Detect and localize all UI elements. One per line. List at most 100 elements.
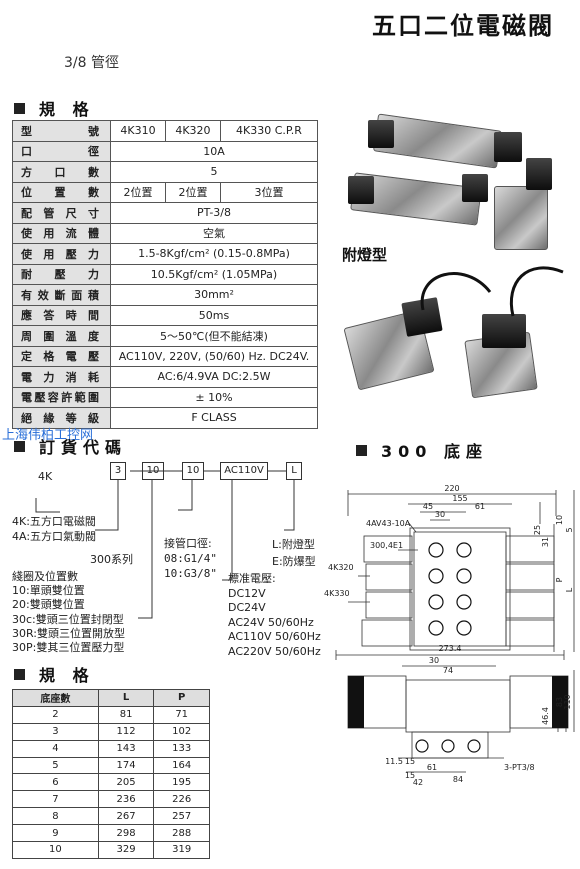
coil-list: 綫圈及位置數 10:單頭雙位置 20:雙頭雙位置 30c:雙頭三位置封閉型 30…	[12, 570, 125, 655]
size-cell: 7	[12, 790, 99, 809]
spec-value: ± 10%	[110, 386, 318, 408]
size-cell: 319	[153, 841, 210, 859]
size-cell: 2	[12, 705, 99, 724]
spec-label: 耐 壓 力	[12, 263, 111, 285]
spec-value: 2位置	[110, 181, 166, 203]
coil-line: 30R:雙頭三位置開放型	[12, 626, 126, 640]
dimension-label: 61	[475, 502, 485, 511]
series-label: 300系列	[90, 553, 133, 566]
spec-value: 2位置	[164, 181, 221, 203]
order-box-voltage: AC110V	[220, 462, 268, 480]
dimension-label: 220	[444, 484, 459, 493]
dimension-label: 273.4	[439, 644, 462, 653]
spec-value: 30mm²	[110, 284, 318, 306]
spec-label: 應答時間	[12, 304, 111, 326]
spec-value: 空氣	[110, 222, 318, 244]
size-cell: 4	[12, 739, 99, 758]
spec-value: 1.5-8Kgf/cm² (0.15-0.8MPa)	[110, 243, 318, 265]
spec-label: 定格電壓	[12, 345, 111, 367]
dimension-label: 300,4E1	[370, 541, 403, 550]
port-heading: 接管口徑:	[164, 537, 212, 550]
voltage-line: AC24V 50/60Hz	[228, 615, 314, 629]
spec-heading: 規 格	[14, 96, 95, 120]
spec-label: 電壓容許範圍	[12, 386, 111, 408]
model-line: 4A:五方口氣動閥	[12, 530, 97, 543]
voltage-line: DC12V	[228, 586, 266, 600]
size-cell: 205	[97, 773, 155, 792]
size-cell: 112	[97, 722, 155, 741]
coil-photo	[348, 176, 374, 204]
dimension-label: 15	[405, 771, 415, 780]
order-prefix: 4K	[38, 470, 53, 483]
size-cell: 10	[12, 841, 99, 859]
voltage-list: 標准電壓: DC12V DC24V AC24V 50/60Hz AC110V 5…	[228, 572, 321, 659]
size-cell: 226	[153, 790, 210, 809]
square-bullet-icon	[14, 669, 25, 680]
size-cell: 143	[97, 739, 155, 758]
dimension-label: 155	[452, 494, 467, 503]
size-cell: 288	[153, 824, 210, 843]
size-cell: 133	[153, 739, 210, 758]
lamp-line: E:防爆型	[272, 555, 316, 568]
size-cell: 81	[97, 705, 155, 724]
dimension-label: 30	[435, 510, 445, 519]
dimension-label: 15	[405, 757, 415, 766]
size-heading: 規 格	[14, 662, 95, 686]
voltage-heading: 標准電壓:	[228, 572, 276, 585]
spec-value: 4K320	[164, 120, 221, 142]
coil-photo	[494, 132, 522, 162]
order-box-lamp: L	[286, 462, 302, 480]
spec-value: 5～50℃(但不能結凍)	[110, 325, 318, 347]
dimension-label: 10	[555, 515, 564, 525]
order-box-port: 10	[182, 462, 204, 480]
watermark: 上海伟柏工控网	[2, 428, 94, 443]
lamp-line: L:附燈型	[272, 538, 315, 551]
spec-label: 方 口 數	[12, 161, 111, 183]
size-cell: 8	[12, 807, 99, 826]
order-code-heading: 訂貨代碼	[14, 434, 127, 458]
size-cell: 329	[97, 841, 155, 859]
valve-photo	[494, 186, 548, 250]
voltage-line: AC220V 50/60Hz	[228, 644, 321, 658]
model-line: 4K:五方口電磁閥	[12, 515, 96, 528]
dimension-label: 4K320	[328, 563, 354, 572]
dimension-label: 4AV43-10A	[366, 519, 411, 528]
spec-value: AC:6/4.9VA DC:2.5W	[110, 366, 318, 388]
coil-photo	[482, 314, 526, 348]
spec-label: 電力消耗	[12, 366, 111, 388]
size-cell: 9	[12, 824, 99, 843]
dimension-label: 3-PT3/8	[504, 763, 535, 772]
spec-value: 50ms	[110, 304, 318, 326]
voltage-line: AC110V 50/60Hz	[228, 630, 321, 643]
page-title: 五口二位電磁閥	[372, 12, 554, 40]
size-cell: 195	[153, 773, 210, 792]
spec-label: 周圍溫度	[12, 325, 111, 347]
dimension-label: 5	[565, 527, 574, 532]
size-cell: 298	[97, 824, 155, 843]
spec-label: 口 徑	[12, 140, 111, 162]
dimension-label: 25	[533, 525, 542, 535]
cable-drawing	[420, 266, 564, 317]
dimension-label: 31	[541, 537, 550, 547]
square-bullet-icon	[14, 441, 25, 452]
spec-value: 4K330 C.P.R	[219, 120, 319, 142]
page-subtitle: 3/8 管徑	[64, 55, 119, 71]
coil-photo	[368, 120, 394, 148]
base-300-heading: 300 底座	[356, 438, 488, 462]
